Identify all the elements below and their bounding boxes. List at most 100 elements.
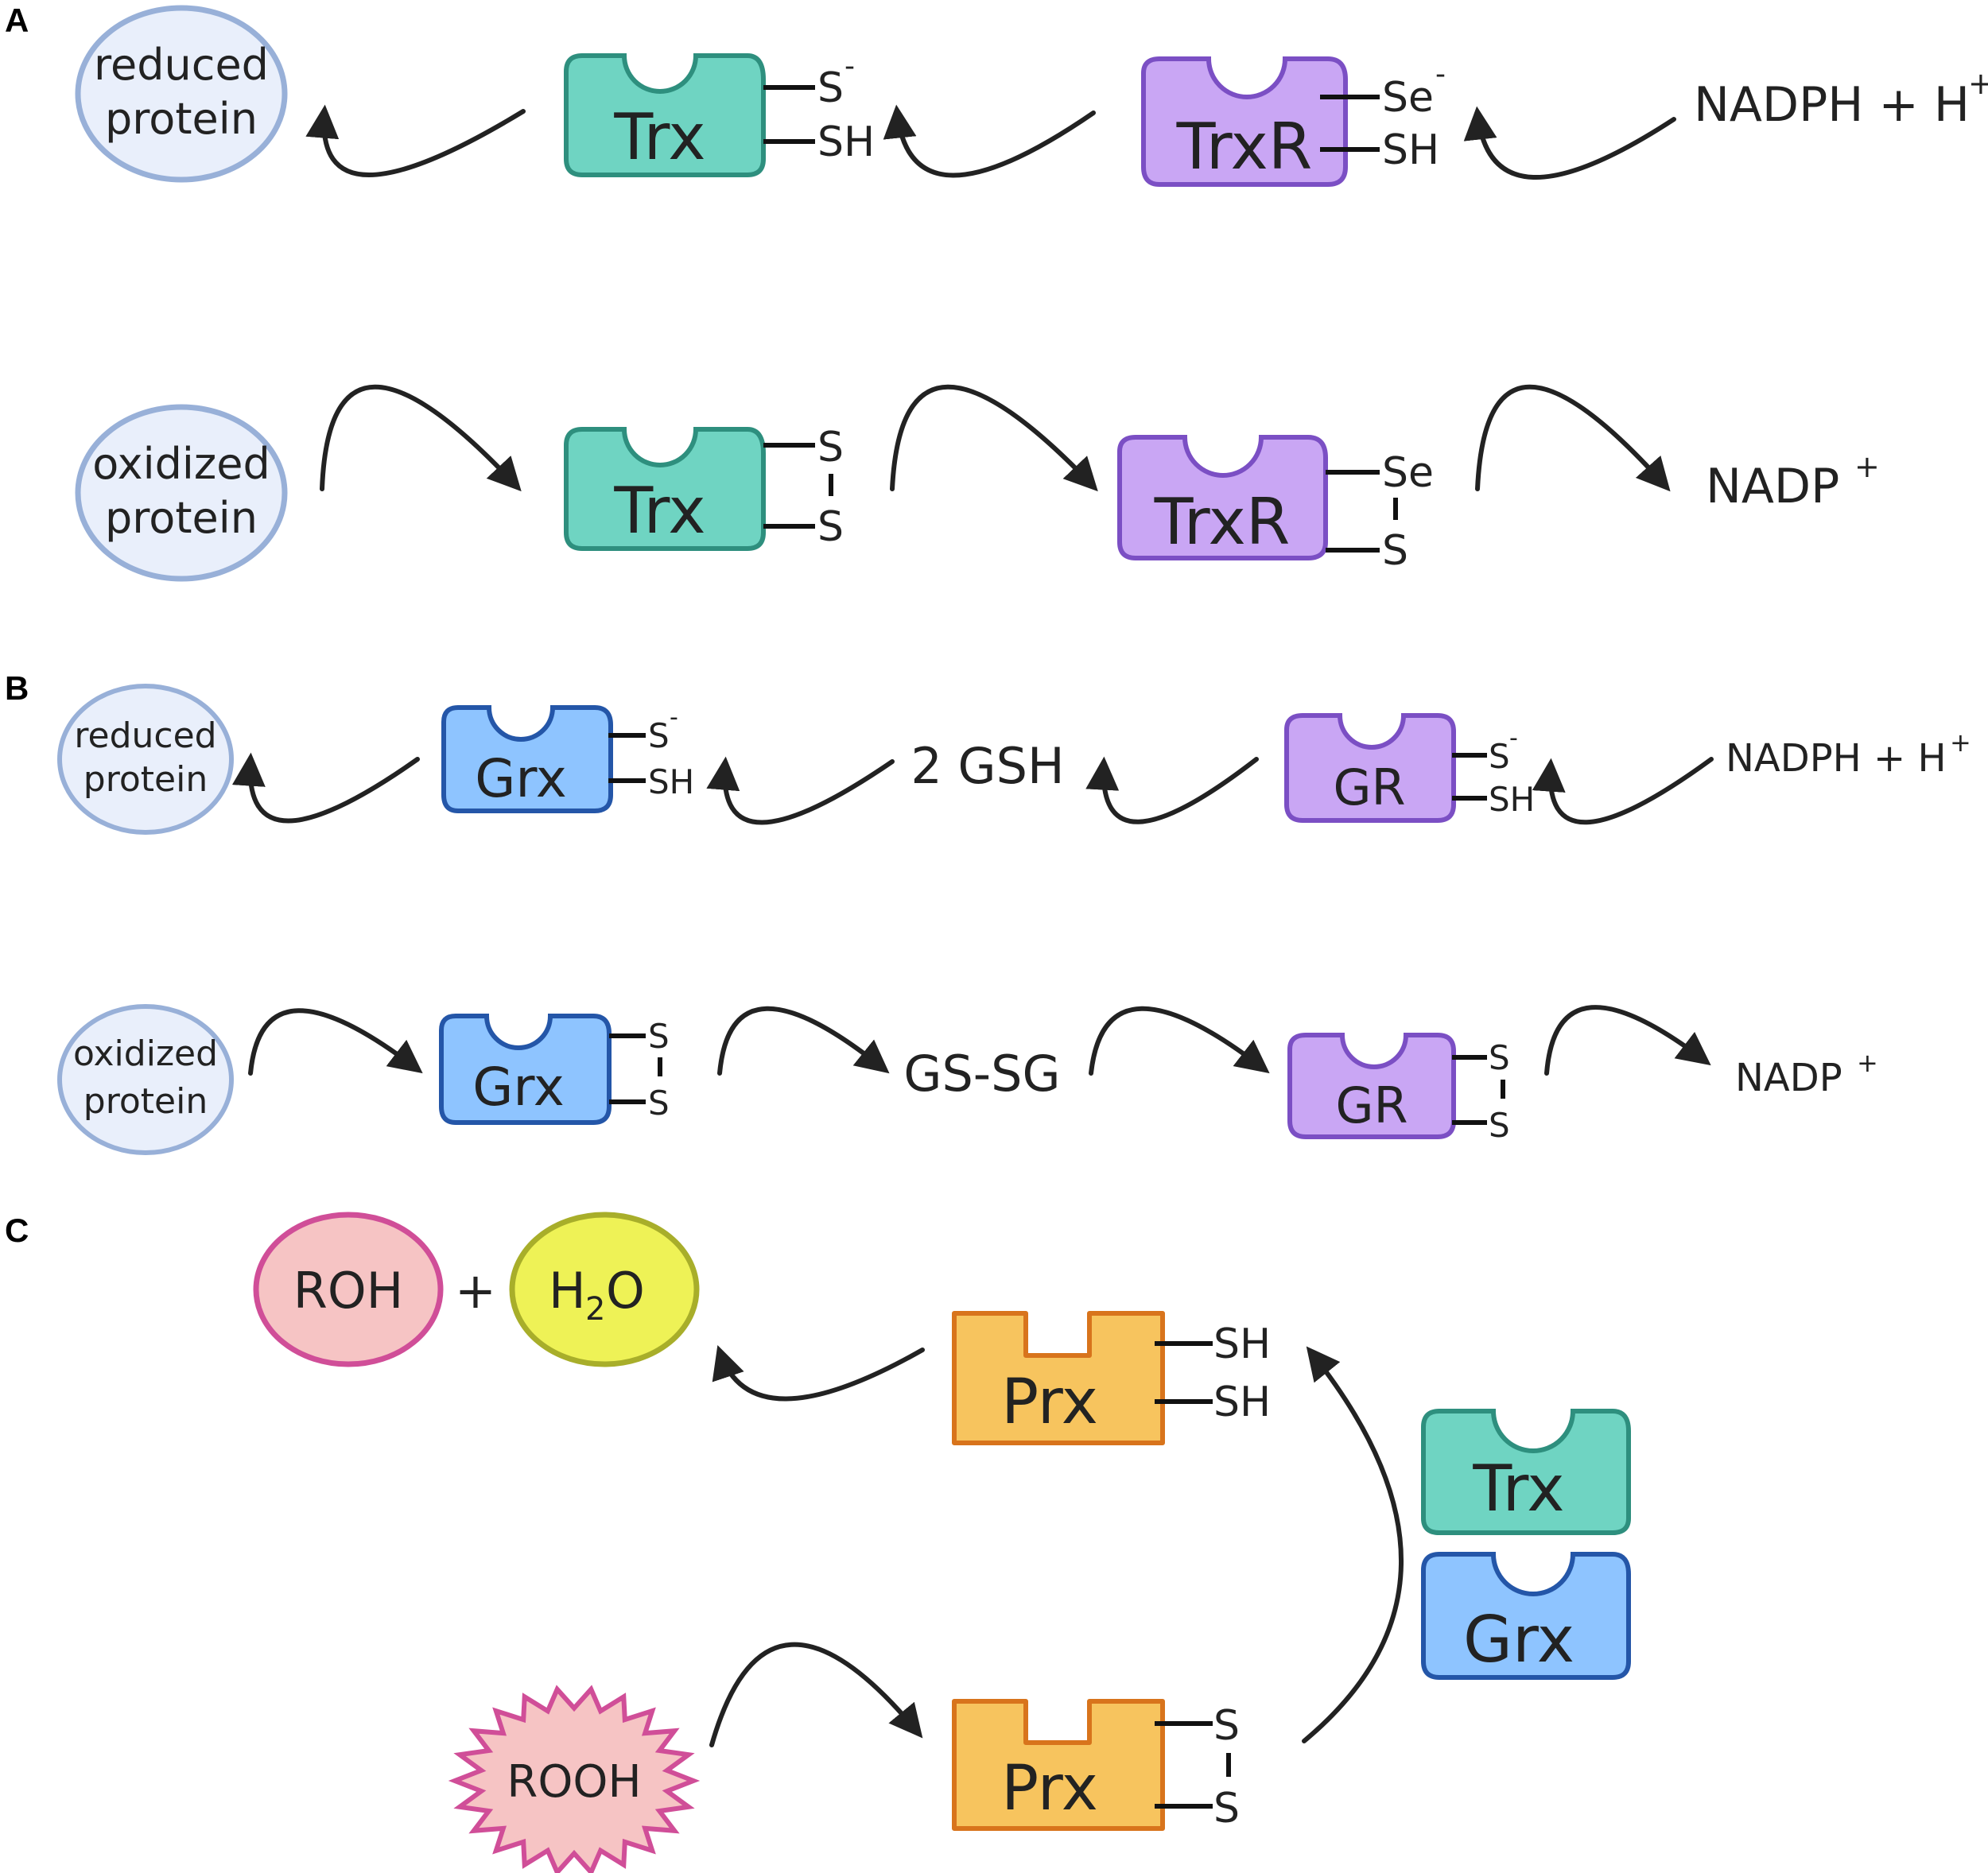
grx-oxidized-site1: S (648, 1017, 670, 1056)
reduced-protein-node-b: reduced protein (57, 684, 234, 835)
grx-reduced-site1: S (648, 716, 670, 755)
h2o-node: H 2 O (509, 1212, 700, 1367)
prx-oxidized-name: Prx (1001, 1753, 1098, 1825)
nadph-label-b: NADPH + H + (1726, 727, 1971, 781)
h2o-label-sub: 2 (585, 1291, 605, 1328)
nadp-charge-b: + (1857, 1048, 1878, 1078)
arrow-c1-oxidize-prx (709, 1642, 923, 1747)
roh-node: ROH (253, 1212, 444, 1367)
panel-label-c: C (5, 1212, 29, 1249)
trxr-oxidized-name: TrxR (1154, 485, 1291, 559)
arrow-b2-oxidize-gsh (717, 1006, 890, 1076)
trxr-oxidized-enzyme: TrxR Se S (1117, 435, 1434, 575)
oxidized-protein-node: oxidized protein (75, 404, 288, 582)
oxidized-protein-b-label-1: oxidized (73, 1033, 218, 1074)
reduced-protein-b-label-2: protein (83, 759, 208, 800)
oxidized-protein-node-b: oxidized protein (57, 1004, 234, 1155)
trxr-reduced-site1-charge: - (1435, 58, 1446, 91)
rooh-label: ROOH (507, 1756, 641, 1808)
nadph-label-a: NADPH + H + (1694, 66, 1988, 133)
grx-oxidized-name: Grx (472, 1057, 565, 1118)
reduced-protein-label-1: reduced (94, 40, 269, 90)
reduced-protein-node: reduced protein (75, 5, 288, 183)
trx-oxidized-enzyme: Trx S S (564, 424, 844, 551)
gr-reduced-name: GR (1333, 758, 1405, 816)
grx-reduced-site1-charge: - (670, 704, 678, 731)
oxidized-protein-b-label-2: protein (83, 1081, 208, 1122)
arrow-a2-reduce-trx (883, 104, 1096, 178)
trxr-reduced-site1: Se (1382, 74, 1434, 122)
roh-label: ROH (293, 1262, 404, 1320)
prx-oxidized-site2: S (1213, 1785, 1240, 1832)
grx-reductant: Grx (1421, 1552, 1631, 1680)
arrow-b3-oxidize-gr (1089, 1006, 1270, 1076)
arrow-c1-reduce-rooh (712, 1345, 925, 1402)
arrow-a1-oxidize-trx (320, 384, 522, 492)
gssg-label: GS-SG (903, 1045, 1060, 1103)
gsh-label: 2 GSH (911, 737, 1064, 795)
svg-text:NADPH + H: NADPH + H (1726, 736, 1947, 781)
grx-oxidized-enzyme: Grx S S (439, 1014, 670, 1125)
grx-reduced-name: Grx (475, 748, 567, 809)
reduced-protein-b-label-1: reduced (74, 715, 216, 756)
oxidized-protein-label-2: protein (105, 493, 258, 543)
panel-label-b: B (5, 669, 29, 707)
trx-reduced-site1: S (817, 64, 844, 112)
gr-reduced-site1: S (1489, 737, 1510, 776)
reduced-protein-label-2: protein (105, 94, 258, 144)
nadph-charge-b: + (1950, 727, 1971, 758)
nadp-charge-a: + (1854, 449, 1880, 484)
gr-reduced-site1-charge: - (1509, 724, 1518, 752)
rooh-node: ROOH (448, 1685, 701, 1873)
grx-reduced-site2: SH (648, 762, 694, 801)
trx-oxidized-site2: S (817, 503, 844, 551)
trx-oxidized-site1: S (817, 424, 844, 471)
plus-sign: + (455, 1262, 496, 1320)
trxr-reduced-name: TrxR (1176, 110, 1313, 184)
prx-reduced-site1: SH (1213, 1320, 1271, 1368)
svg-text:NADPH + H: NADPH + H (1694, 77, 1970, 133)
h2o-label-h: H (549, 1262, 586, 1320)
trx-reduced-enzyme: Trx S - SH (564, 50, 875, 177)
nadp-label-b: NADP + (1735, 1048, 1878, 1100)
trx-reduced-name: Trx (613, 100, 705, 174)
arrow-c2-regenerate-prx (1302, 1346, 1404, 1743)
arrow-b1-oxidize-grx (248, 1008, 423, 1076)
arrow-b2-reduce-grx (706, 756, 895, 825)
gr-reduced-site2: SH (1489, 780, 1535, 819)
trxr-oxidized-site1: Se (1382, 449, 1434, 497)
nadp-label-a: NADP + (1706, 449, 1880, 514)
arrow-a3-reduce-trxr (1463, 106, 1676, 180)
svg-text:NADP: NADP (1735, 1056, 1842, 1100)
trx-reduced-site1-charge: - (845, 50, 855, 83)
arrow-a3-oxidize-nadph (1475, 384, 1671, 492)
prx-reduced-enzyme: Prx SH SH (952, 1311, 1271, 1445)
svg-text:NADP: NADP (1706, 459, 1839, 514)
gr-oxidized-enzyme: GR S S (1287, 1033, 1510, 1145)
trx-reductant: Trx (1421, 1409, 1631, 1535)
trxr-reduced-site2: SH (1382, 126, 1439, 174)
arrow-a2-oxidize-trxr (890, 384, 1098, 492)
trx-oxidized-name: Trx (613, 474, 705, 548)
h2o-label-o: O (606, 1262, 645, 1320)
arrow-b4-oxidize-nadph (1544, 1005, 1711, 1076)
gr-oxidized-name: GR (1335, 1076, 1408, 1134)
trxr-reduced-enzyme: TrxR Se - SH (1141, 56, 1446, 187)
grx-oxidized-site2: S (648, 1084, 670, 1123)
trx-reductant-name: Trx (1472, 1452, 1564, 1526)
arrow-b1-reduce-protein (231, 752, 420, 824)
trxr-oxidized-site2: S (1382, 527, 1408, 575)
prx-oxidized-enzyme: Prx S S (952, 1699, 1240, 1832)
prx-oxidized-site1: S (1213, 1702, 1240, 1750)
arrow-b3-reduce-gssg (1085, 756, 1259, 824)
arrow-a1-reduce-protein (305, 104, 526, 177)
trx-reduced-site2: SH (817, 118, 875, 166)
arrow-b4-reduce-gr (1532, 757, 1714, 825)
prx-reduced-name: Prx (1001, 1367, 1098, 1438)
panel-label-a: A (5, 2, 29, 39)
prx-reduced-site2: SH (1213, 1379, 1271, 1426)
nadph-charge-a: + (1968, 66, 1988, 101)
grx-reduced-enzyme: Grx S - SH (441, 704, 694, 813)
gr-reduced-enzyme: GR S - SH (1284, 713, 1535, 823)
